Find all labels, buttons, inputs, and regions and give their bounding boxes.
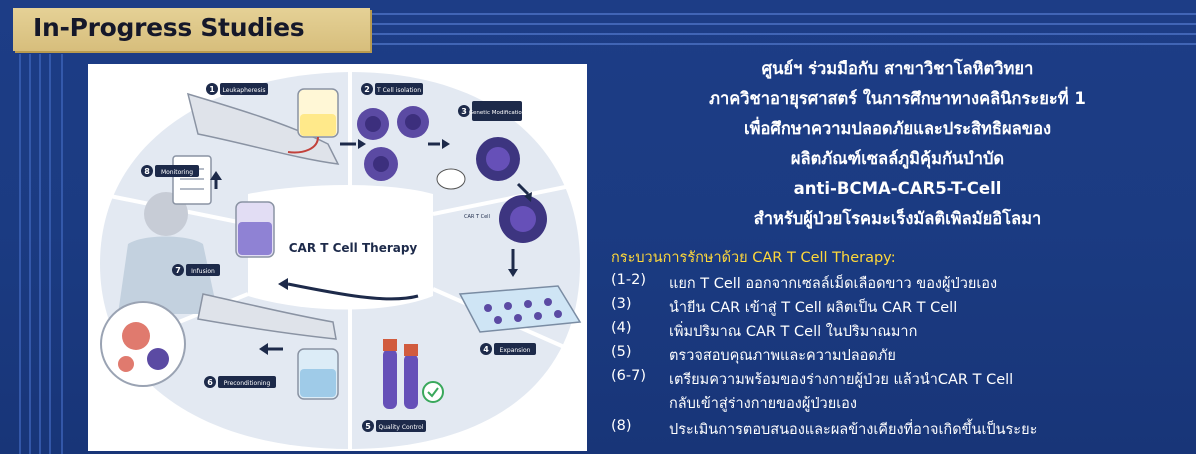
process-step-text: ประเมินการตอบสนองและผลข้างเคียงที่อาจเกิ… [669,422,1038,438]
process-step-text: ตรวจสอบคุณภาพและความปลอดภัย [669,348,896,364]
process-step-number: (4) [611,320,632,336]
step-badge-8: 8 Monitoring [141,165,199,177]
car-t-diagram: CAR T Cell Therapy CAR T Cell 1 Leukaphe… [88,64,587,451]
svg-text:4: 4 [483,345,489,354]
process-step-number: (1-2) [611,272,646,288]
center-label: CAR T Cell Therapy [289,241,418,255]
study-line-6: สำหรับผู้ป่วยโรคมะเร็งมัลติเพิลมัยอิโลมา [753,209,1042,228]
svg-text:3: 3 [461,107,467,116]
study-line-5: anti-BCMA-CAR5-T-Cell [793,179,1002,198]
step-label-2: T Cell isolation [376,87,421,94]
process-step-number: (5) [611,344,632,360]
process-step-text: นำยีน CAR เข้าสู่ T Cell ผลิตเป็น CAR T … [669,300,958,316]
svg-text:8: 8 [144,167,150,176]
study-line-2: ภาควิชาอายุรศาสตร์ ในการศึกษาทางคลินิกระ… [709,89,1086,108]
svg-text:6: 6 [207,378,213,387]
car-t-diagram-graphic: CAR T Cell Therapy CAR T Cell 1 Leukaphe… [99,72,582,449]
step-badge-6: 6 Preconditioning [204,376,276,388]
car-t-cell-small-label: CAR T Cell [464,214,490,220]
svg-text:7: 7 [175,266,181,275]
svg-text:2: 2 [364,85,370,94]
step-badge-2: 2 T Cell isolation [361,83,423,95]
process-step-text-continued: กลับเข้าสู่ร่างกายของผู้ป่วยเอง [669,396,857,412]
svg-text:5: 5 [365,422,371,431]
step-label-4: Expansion [500,347,531,354]
step-label-8: Monitoring [161,169,193,176]
page-title: In-Progress Studies [33,13,305,42]
step-label-6: Preconditioning [224,380,271,387]
process-step-number: (3) [611,296,632,312]
study-line-3: เพื่อศึกษาความปลอดภัยและประสิทธิผลของ [743,119,1052,138]
process-step-text: เพิ่มปริมาณ CAR T Cell ในปริมาณมาก [669,324,918,340]
study-description: ศูนย์ฯ ร่วมมือกับ สาขาวิชาโลหิตวิทยา ภาค… [620,54,1175,234]
step-badge-5: 5 Quality Control [362,420,426,432]
process-step-number: (8) [611,418,632,434]
step-label-1: Leukapheresis [222,87,265,94]
title-badge: In-Progress Studies [13,8,370,51]
step-badge-4: 4 Expansion [480,343,536,355]
svg-text:1: 1 [209,85,215,94]
step-badge-1: 1 Leukapheresis [206,83,268,95]
step-badge-7: 7 Infusion [172,264,220,276]
study-line-1: ศูนย์ฯ ร่วมมือกับ สาขาวิชาโลหิตวิทยา [761,59,1034,78]
step-badge-3: 3 Genetic Modification [458,101,526,121]
study-line-4: ผลิตภัณฑ์เซลล์ภูมิคุ้มกันบำบัด [790,149,1005,168]
process-step-text: แยก T Cell ออกจากเซลล์เม็ดเลือดขาว ของผู… [669,276,998,292]
step-label-7: Infusion [191,268,215,275]
process-step-number: (6-7) [611,368,646,384]
process-step-text: เตรียมความพร้อมของร่างกายผู้ป่วย แล้วนำC… [669,372,1014,388]
process-title: กระบวนการรักษาด้วย CAR T Cell Therapy: [611,250,896,266]
step-label-5: Quality Control [378,424,423,431]
step-label-3: Genetic Modification [469,110,526,116]
